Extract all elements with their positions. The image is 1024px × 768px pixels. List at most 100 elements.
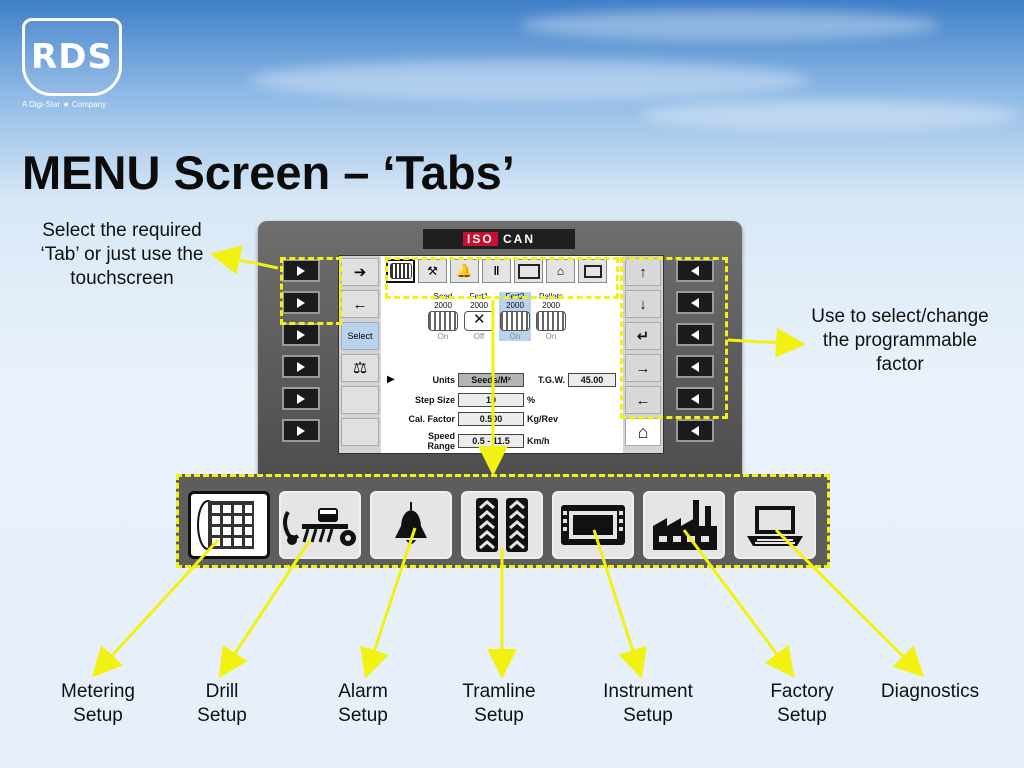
tab-factory-setup[interactable] <box>643 491 725 559</box>
logo-shield: RDS <box>22 18 122 96</box>
enter-icon: ↵ <box>636 328 650 345</box>
right-key-3[interactable] <box>676 323 714 346</box>
product-fert1[interactable]: Fert1 2000 ✕ Off <box>463 292 495 341</box>
arrow-left-icon: ← <box>352 295 368 313</box>
drill-icon: ⚒ <box>427 264 438 278</box>
product-rate: 2000 <box>506 301 524 310</box>
instrument-icon <box>561 505 625 545</box>
right-key-2[interactable] <box>676 291 714 314</box>
mini-tab-tramline[interactable]: ‖ <box>482 259 511 283</box>
brand-can: CAN <box>503 232 535 246</box>
metering-roller-icon <box>428 311 458 331</box>
right-softkey-column: ↑ ↓ ↵ → ← ⌂ <box>623 256 663 453</box>
speed-range-row: Speed Range 0.5 - 11.5 Km/h <box>399 431 550 451</box>
softkey-blank-1[interactable] <box>341 386 379 414</box>
brand-iso: ISO <box>462 232 498 246</box>
mini-tab-metering[interactable] <box>386 259 415 283</box>
arrow-right-icon: ➔ <box>353 264 367 281</box>
left-key-4[interactable] <box>282 355 320 378</box>
highlight-screen-tabs <box>385 257 619 299</box>
step-size-row: Step Size 10 % <box>399 393 535 407</box>
metering-roller-icon <box>536 311 566 331</box>
home-icon: ⌂ <box>637 421 649 442</box>
tgw-field[interactable]: 45.00 <box>568 373 616 387</box>
product-state: Off <box>473 332 485 341</box>
product-rate: 2000 <box>470 301 488 310</box>
tab-drill-setup[interactable] <box>279 491 361 559</box>
product-pellets[interactable]: Pellets 2000 On <box>535 292 567 341</box>
softkey-up[interactable]: ↑ <box>625 258 661 286</box>
label-tramline-setup: Tramline Setup <box>462 681 536 726</box>
caption-select-tab: Select the required ‘Tab’ or just use th… <box>40 220 204 289</box>
label-alarm-setup: Alarm Setup <box>338 681 388 726</box>
softkey-right[interactable]: → <box>625 354 661 382</box>
arrow-left-icon <box>691 425 699 436</box>
laptop-icon <box>747 506 803 546</box>
company-logo: RDS A Digi-Star ★ Company <box>22 18 124 109</box>
mini-tab-instrument[interactable] <box>514 259 543 283</box>
arrow-left-icon <box>691 265 699 276</box>
softkey-blank-2[interactable] <box>341 418 379 446</box>
left-key-5[interactable] <box>282 387 320 410</box>
units-field[interactable]: Seeds/M² <box>458 373 524 387</box>
mini-tab-diagnostics[interactable] <box>578 259 607 283</box>
tramline-icon <box>476 498 528 552</box>
arrow-left-icon <box>691 361 699 372</box>
arrow-right-icon <box>297 265 305 276</box>
arrow-right-icon: → <box>635 359 651 377</box>
tab-metering-setup[interactable] <box>188 491 270 559</box>
factory-icon: ⌂ <box>556 264 565 278</box>
arrow-left-icon <box>691 297 699 308</box>
highlight-right-keys <box>620 257 728 419</box>
softkey-left[interactable]: ← <box>625 386 661 414</box>
label-factory-setup: Factory Setup <box>770 681 834 726</box>
arrow-right-icon <box>297 329 305 340</box>
label-metering-setup: Metering Setup <box>61 681 135 726</box>
speed-range-unit: Km/h <box>527 436 550 446</box>
left-key-1[interactable] <box>282 259 320 282</box>
softkey-enter[interactable]: ↵ <box>625 322 661 350</box>
right-key-1[interactable] <box>676 259 714 282</box>
alarm-bell-icon <box>395 502 427 544</box>
right-key-5[interactable] <box>676 387 714 410</box>
product-seed[interactable]: Seed 2000 On <box>427 292 459 341</box>
arrow-left-icon <box>691 393 699 404</box>
tab-tramline-setup[interactable] <box>461 491 543 559</box>
right-key-6[interactable] <box>676 419 714 442</box>
isocan-brand: ISO CAN <box>423 229 575 249</box>
metering-roller-icon <box>197 500 254 550</box>
tab-diagnostics[interactable] <box>734 491 816 559</box>
tgw-label: T.G.W. <box>538 375 565 385</box>
right-key-4[interactable] <box>676 355 714 378</box>
metering-off-icon: ✕ <box>464 311 494 331</box>
cal-factor-field[interactable]: 0.500 <box>458 412 524 426</box>
softkey-prev-tab[interactable]: ← <box>341 290 379 318</box>
right-hard-keys <box>676 259 714 442</box>
metering-roller-icon <box>389 263 412 279</box>
softkey-select[interactable]: Select <box>341 322 379 350</box>
softkey-select-label: Select <box>347 331 373 341</box>
step-size-field[interactable]: 10 <box>458 393 524 407</box>
softkey-next-tab[interactable]: ➔ <box>341 258 379 286</box>
label-drill-setup: Drill Setup <box>197 681 247 726</box>
laptop-icon <box>583 264 602 278</box>
scales-icon: ⚖ <box>352 360 368 377</box>
arrow-right-icon <box>297 425 305 436</box>
speed-range-field[interactable]: 0.5 - 11.5 <box>458 434 524 448</box>
tramline-icon: ‖ <box>493 264 500 278</box>
softkey-down[interactable]: ↓ <box>625 290 661 318</box>
tab-alarm-setup[interactable] <box>370 491 452 559</box>
product-fert2[interactable]: Fert2 2000 On <box>499 292 531 341</box>
softkey-calibrate[interactable]: ⚖ <box>341 354 379 382</box>
left-key-2[interactable] <box>282 291 320 314</box>
factory-icon <box>653 500 717 550</box>
mini-tab-factory[interactable]: ⌂ <box>546 259 575 283</box>
left-key-6[interactable] <box>282 419 320 442</box>
label-diagnostics: Diagnostics <box>880 681 980 702</box>
arrow-left-icon: ← <box>635 391 651 409</box>
softkey-home[interactable]: ⌂ <box>625 418 661 446</box>
left-key-3[interactable] <box>282 323 320 346</box>
tab-bar-enlarged <box>176 474 830 568</box>
label-instrument-setup: Instrument Setup <box>603 681 693 726</box>
tab-instrument-setup[interactable] <box>552 491 634 559</box>
